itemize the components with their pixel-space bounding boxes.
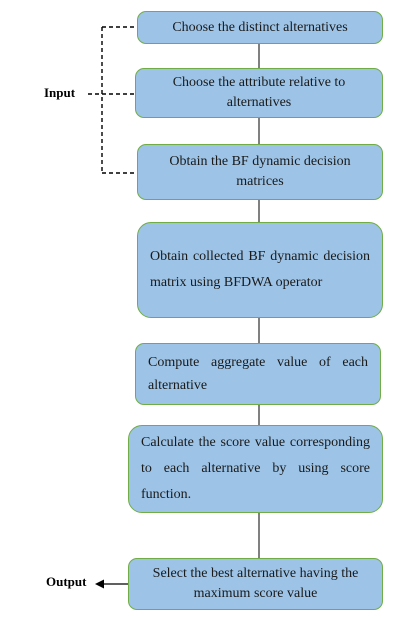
step-5-text: Compute aggregate value of each alternat… — [148, 355, 368, 393]
step-4-text: Obtain collected BF dynamic decision mat… — [150, 249, 370, 290]
step-collected-matrix: Obtain collected BF dynamic decision mat… — [137, 222, 383, 318]
output-label: Output — [46, 574, 87, 589]
step-6-text: Calculate the score value corresponding … — [141, 435, 370, 502]
step-score-value: Calculate the score value corresponding … — [128, 425, 383, 513]
step-choose-attribute: Choose the attribute relative to alterna… — [135, 68, 383, 118]
step-3-text: Obtain the BF dynamic decision matrices — [169, 154, 351, 189]
step-choose-alternatives: Choose the distinct alternatives — [137, 11, 383, 44]
step-aggregate-value: Compute aggregate value of each alternat… — [135, 343, 381, 405]
output-arrowhead — [95, 579, 104, 589]
input-label: Input — [44, 85, 76, 100]
step-7-text: Select the best alternative having the m… — [152, 566, 359, 601]
step-1-text: Choose the distinct alternatives — [172, 19, 348, 35]
step-2-text: Choose the attribute relative to alterna… — [172, 75, 346, 110]
step-obtain-matrices: Obtain the BF dynamic decision matrices — [137, 144, 383, 200]
step-select-best: Select the best alternative having the m… — [128, 558, 383, 610]
